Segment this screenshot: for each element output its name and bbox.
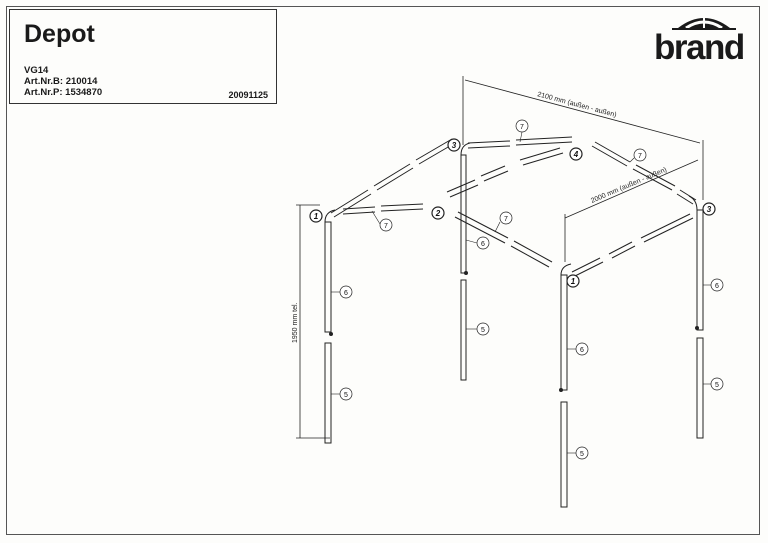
- connector-label: 3: [452, 141, 457, 150]
- connector-label: 1: [314, 212, 319, 221]
- part-label: 6: [715, 283, 719, 290]
- height-dimension: 1950 mm tel.: [292, 302, 299, 343]
- part-label: 6: [344, 290, 348, 297]
- part-label: 5: [481, 327, 485, 334]
- model-code: VG14: [24, 65, 49, 76]
- part-label: 5: [344, 392, 348, 399]
- drawing-date: 20091125: [228, 90, 268, 100]
- sheet-border: [6, 6, 760, 535]
- article-number-b: Art.Nr.B: 210014: [24, 76, 98, 87]
- connector-label: 4: [573, 150, 579, 159]
- part-label: 6: [580, 347, 584, 354]
- connector-label: 1: [571, 277, 576, 286]
- connector-label: 3: [707, 205, 712, 214]
- part-label: 7: [504, 216, 508, 223]
- depth-dimension: 2000 mm (außen - außen): [590, 166, 668, 204]
- part-label: 7: [638, 153, 642, 160]
- connector-label: 2: [435, 209, 441, 218]
- part-label: 5: [580, 451, 584, 458]
- article-number-p: Art.Nr.P: 1534870: [24, 87, 103, 98]
- part-label: 7: [384, 223, 388, 230]
- part-label: 6: [481, 241, 485, 248]
- part-label: 7: [520, 124, 524, 131]
- part-label: 5: [715, 382, 719, 389]
- title-block: Depot VG14 Art.Nr.B: 210014 Art.Nr.P: 15…: [9, 9, 277, 104]
- brand-logo-icon: [672, 16, 736, 30]
- drawing-title: Depot: [24, 20, 95, 48]
- brand-logo-text: brand: [654, 28, 745, 67]
- width-dimension: 2100 mm (außen - außen): [536, 91, 617, 119]
